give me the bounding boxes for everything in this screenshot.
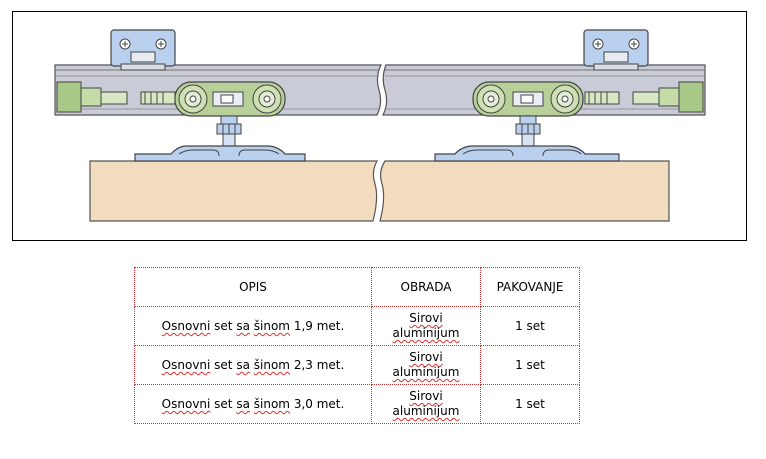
- cell-pakovanje: 1 set: [480, 345, 580, 385]
- roller-carriage-right: [472, 81, 584, 117]
- cell-pakovanje: 1 set: [480, 384, 580, 424]
- obrada-line1: Sirovi: [409, 350, 443, 364]
- header-pakovanje: PAKOVANJE: [480, 267, 580, 307]
- obrada-line2: aluminijum: [392, 404, 460, 418]
- word-length: 3,0 met.: [290, 397, 345, 411]
- word-sinom: šinom: [253, 358, 290, 372]
- word-set: set: [210, 358, 237, 372]
- cell-opis: Osnovni set sa šinom 2,3 met.: [134, 345, 372, 385]
- header-obrada: OBRADA: [371, 267, 481, 307]
- table-header-row: OPIS OBRADA PAKOVANJE: [134, 267, 580, 307]
- end-stopper-right: [584, 81, 704, 113]
- obrada-line2: aluminijum: [392, 326, 460, 340]
- word-sa: sa: [236, 358, 250, 372]
- door-bracket-left: [134, 145, 306, 162]
- door-panel-right: [379, 160, 670, 222]
- cell-opis: Osnovni set sa šinom 1,9 met.: [134, 306, 372, 346]
- word-set: set: [210, 397, 237, 411]
- obrada-line1: Sirovi: [409, 389, 443, 403]
- word-sinom: šinom: [253, 319, 290, 333]
- word-osnovni: Osnovni: [161, 358, 211, 372]
- word-sa: sa: [236, 319, 250, 333]
- cell-opis: Osnovni set sa šinom 3,0 met.: [134, 384, 372, 424]
- sliding-door-hardware-illustration: [12, 11, 747, 241]
- roller-carriage-left: [174, 81, 286, 117]
- obrada-line2: aluminijum: [392, 365, 460, 379]
- word-sinom: šinom: [253, 397, 290, 411]
- word-set: set: [210, 319, 237, 333]
- word-length: 2,3 met.: [290, 358, 345, 372]
- obrada-line1: Sirovi: [409, 311, 443, 325]
- word-osnovni: Osnovni: [161, 397, 211, 411]
- header-opis: OPIS: [134, 267, 372, 307]
- wall-bracket-left: [110, 29, 176, 71]
- word-length: 1,9 met.: [290, 319, 345, 333]
- end-stopper-left: [56, 81, 176, 113]
- cell-pakovanje: 1 set: [480, 306, 580, 346]
- door-panel-left: [89, 160, 379, 222]
- product-spec-table: OPIS OBRADA PAKOVANJE Osnovni set sa šin…: [134, 267, 580, 424]
- word-osnovni: Osnovni: [161, 319, 211, 333]
- wall-bracket-right: [583, 29, 649, 71]
- door-bracket-right: [434, 145, 620, 162]
- word-sa: sa: [236, 397, 250, 411]
